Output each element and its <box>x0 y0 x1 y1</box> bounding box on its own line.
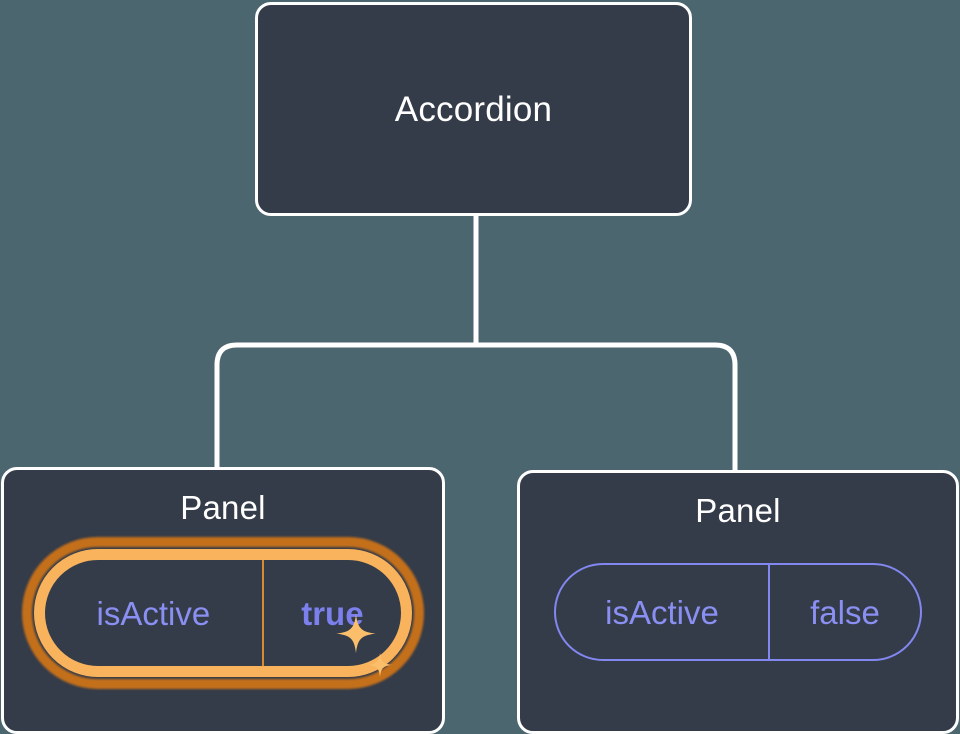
prop-key: isActive <box>605 593 719 631</box>
node-panel-inactive[interactable]: Panel isActive false <box>517 470 959 734</box>
edge-children-bus <box>214 342 738 470</box>
node-accordion[interactable]: Accordion <box>255 2 692 216</box>
prop-pill-highlighted[interactable]: isActive true <box>22 537 424 689</box>
prop-key: isActive <box>96 594 211 632</box>
prop-pill[interactable]: isActive false <box>554 563 922 661</box>
node-title: Panel <box>180 489 266 526</box>
prop-pill[interactable]: isActive true <box>34 549 412 677</box>
prop-value: false <box>768 565 920 659</box>
prop-pill-plain-wrap[interactable]: isActive false <box>554 527 922 661</box>
prop-value: true <box>261 560 401 666</box>
node-panel-active[interactable]: Panel isActive true <box>1 467 445 734</box>
highlight-glow <box>22 537 424 689</box>
node-title: Panel <box>695 492 781 529</box>
node-title: Accordion <box>394 89 553 129</box>
